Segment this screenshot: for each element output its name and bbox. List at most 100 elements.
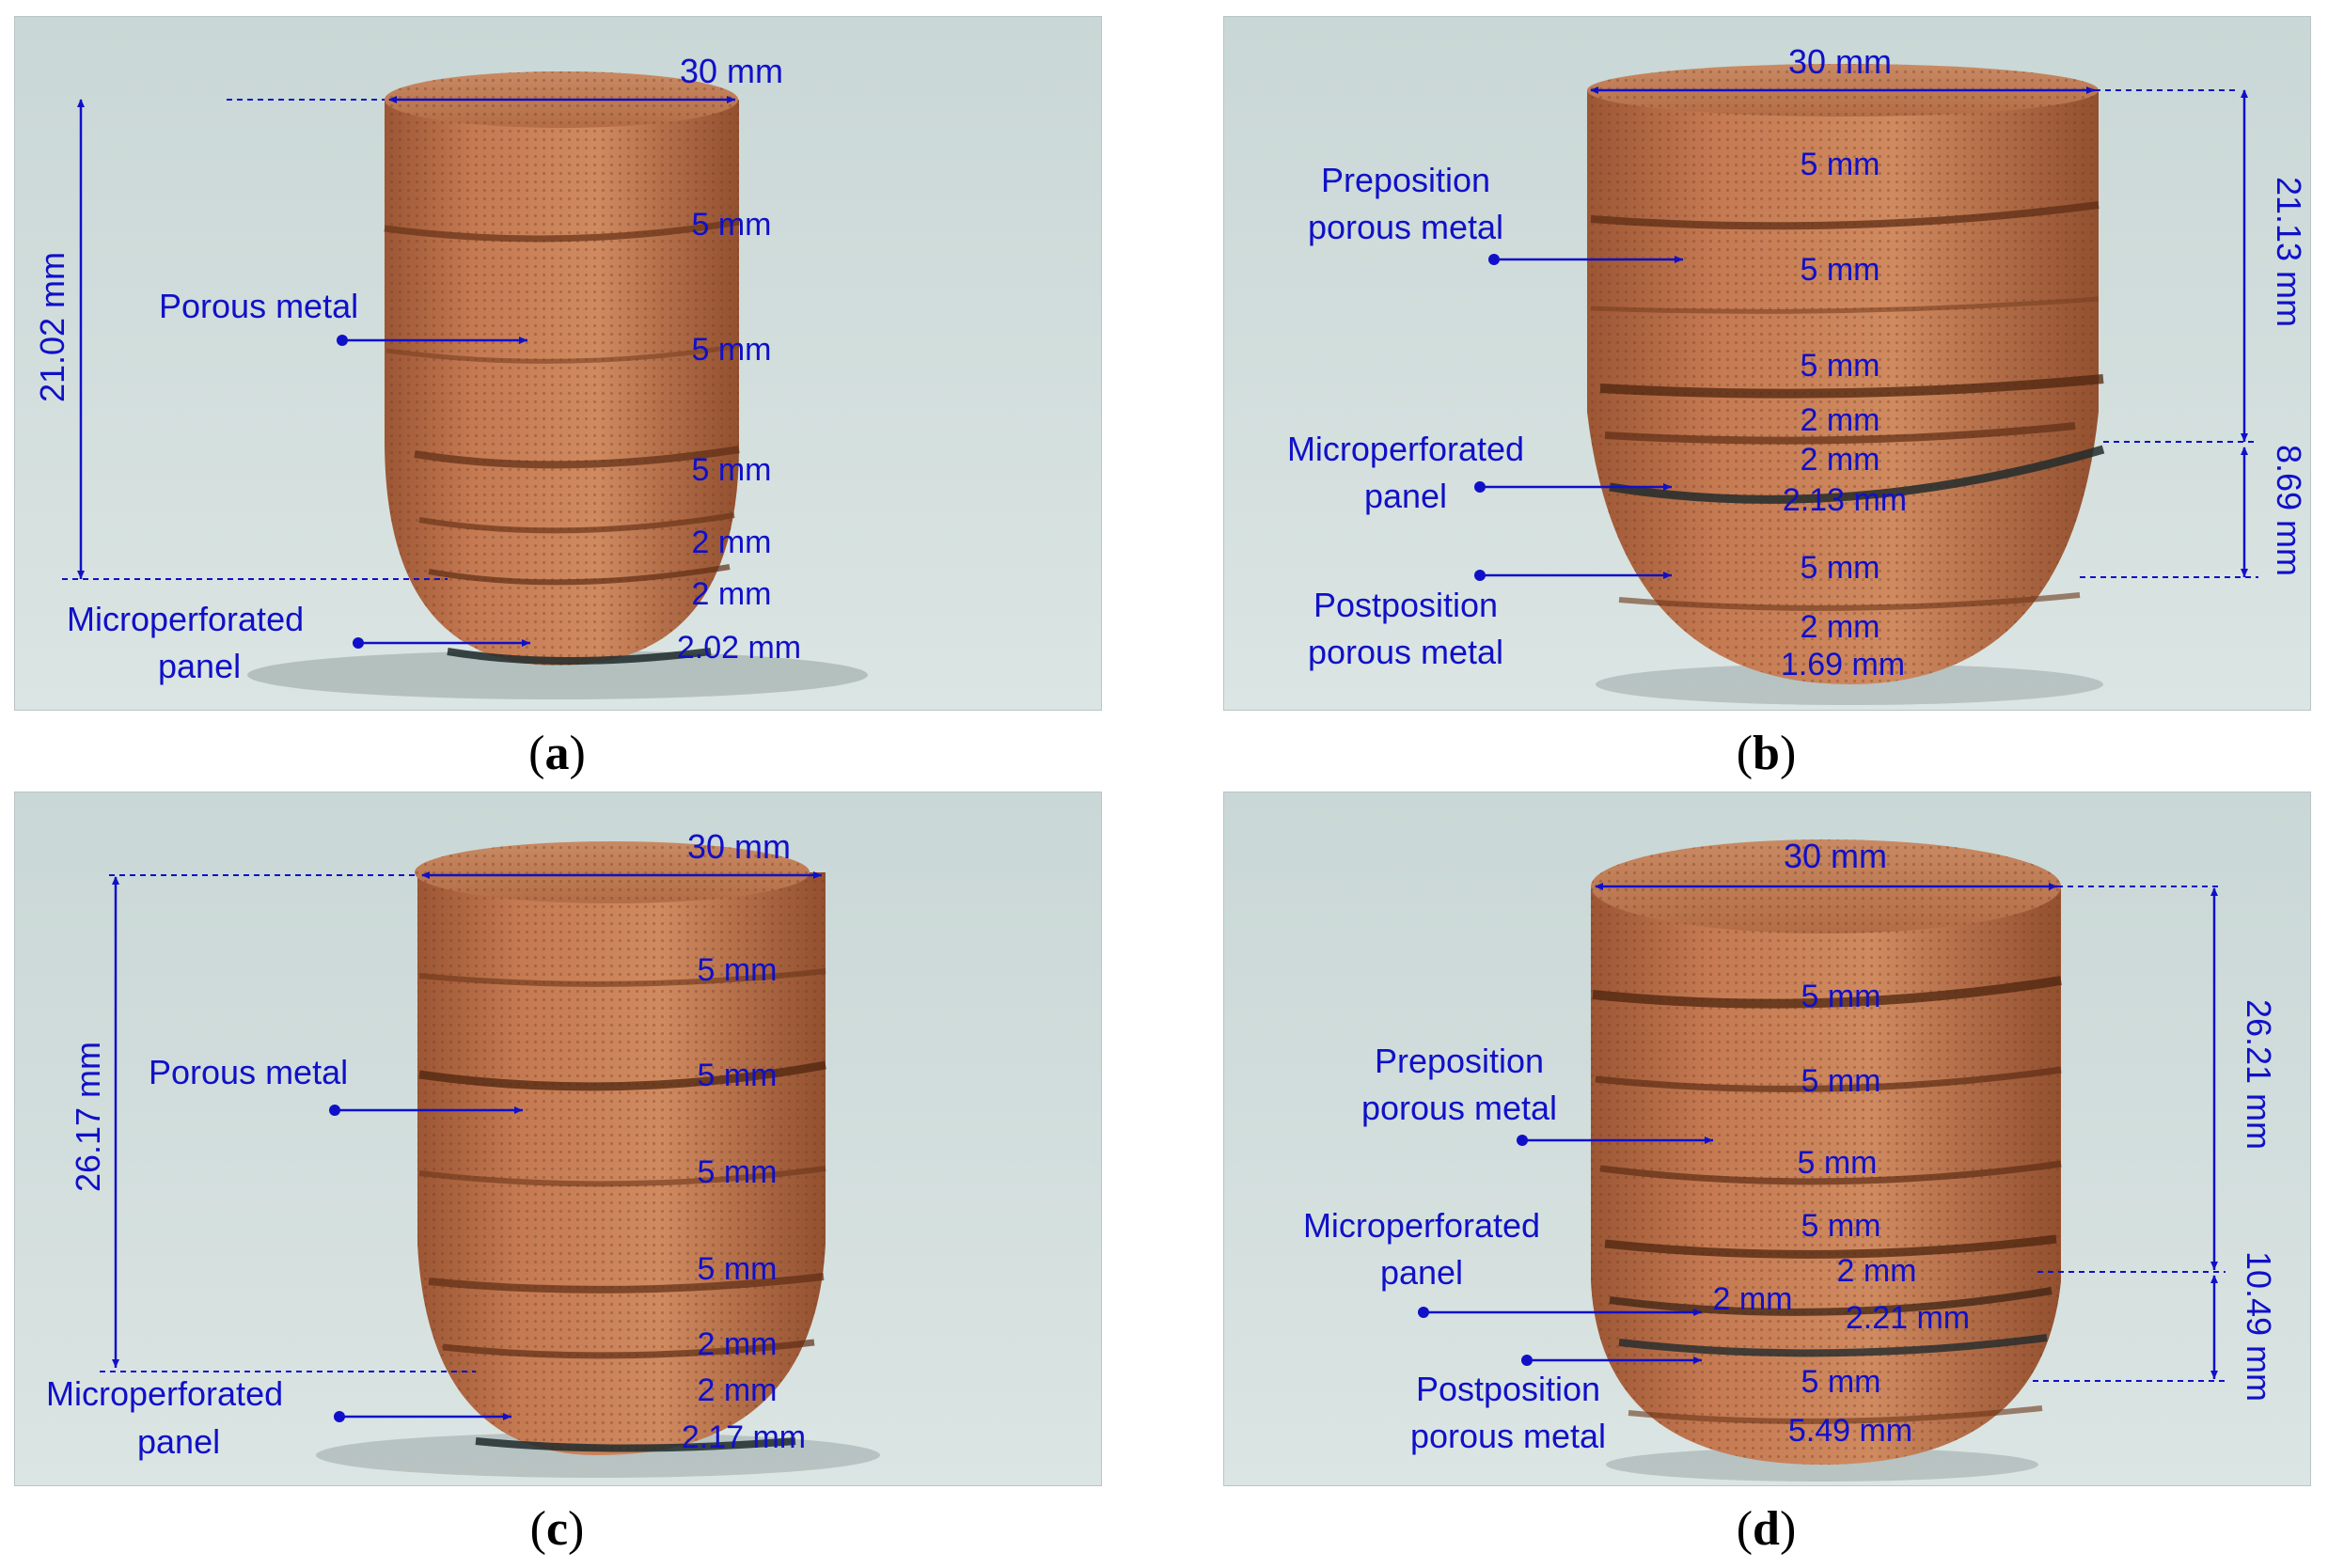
layer-label: 5 mm [1801, 1208, 1881, 1244]
callout-microperforated-panel-line2: panel [1380, 1253, 1463, 1292]
layer-label: 2.02 mm [677, 630, 801, 666]
callout-microperforated-panel: Microperforated [1303, 1206, 1540, 1245]
photo-panel-c: 30 mm 26.17 mm 5 mm 5 mm 5 mm 5 mm 2 mm … [14, 792, 1102, 1486]
callout-microperforated-panel-line2: panel [158, 647, 241, 685]
layer-seam [1592, 976, 2062, 1009]
callout-postposition: Postposition [1416, 1370, 1600, 1408]
layer-label: 5 mm [692, 332, 772, 368]
layer-label: 5 mm [1801, 1364, 1881, 1400]
microperforated-plate-edge [1618, 1334, 2048, 1357]
layer-seam [1604, 1234, 2057, 1259]
diameter-label: 30 mm [680, 52, 783, 90]
layer-label: 5 mm [698, 952, 778, 988]
photo-d-drawing: 30 mm 26.21 mm 10.49 mm 5 mm 5 mm 5 mm 5… [1224, 792, 2310, 1485]
diameter-label: 30 mm [687, 827, 791, 866]
callout-preposition-line2: porous metal [1361, 1089, 1557, 1127]
photo-panel-d: 30 mm 26.21 mm 10.49 mm 5 mm 5 mm 5 mm 5… [1223, 792, 2311, 1486]
photo-a-drawing: 30 mm 21.02 mm 5 mm 5 mm 5 mm 2 mm 2 mm … [15, 17, 1101, 710]
height-label: 8.69 mm [2270, 445, 2308, 576]
callout-microperforated-panel: Microperforated [67, 600, 304, 638]
layer-label: 5 mm [1801, 252, 1880, 288]
layer-label: 2 mm [692, 576, 772, 612]
shadow [247, 651, 868, 699]
callout-preposition-line2: porous metal [1308, 208, 1503, 246]
layer-seam [1628, 1405, 2043, 1424]
layer-label: 5 mm [1801, 348, 1880, 384]
photo-panel-a: 30 mm 21.02 mm 5 mm 5 mm 5 mm 2 mm 2 mm … [14, 16, 1102, 711]
layer-label: 2 mm [1837, 1253, 1917, 1289]
layer-label: 2 mm [1801, 609, 1880, 645]
callout-microperforated-panel: Microperforated [46, 1374, 283, 1413]
callout-porous-metal: Porous metal [159, 287, 358, 325]
height-label: 21.02 mm [33, 252, 71, 402]
layer-label: 5 mm [698, 1154, 778, 1190]
layer-seam [1609, 1287, 2053, 1316]
layer-label: 2 mm [692, 525, 772, 560]
layer-seam [1599, 374, 2104, 399]
layer-label: 5 mm [1798, 1145, 1878, 1181]
layer-seam [1599, 1160, 2062, 1185]
callout-porous-metal: Porous metal [149, 1053, 348, 1091]
height-label: 26.17 mm [69, 1042, 107, 1192]
microperforated-plate-edge [1609, 445, 2105, 504]
layer-label: 2.17 mm [682, 1419, 806, 1455]
layer-seam [414, 446, 740, 469]
layer-label: 5 mm [698, 1251, 778, 1287]
height-label: 21.13 mm [2270, 177, 2308, 327]
height-label: 26.21 mm [2240, 999, 2278, 1150]
callout-postposition: Postposition [1313, 586, 1498, 624]
photo-b-drawing: 30 mm 21.13 mm 8.69 mm 5 mm 5 mm 5 mm 2 … [1224, 17, 2310, 710]
layer-label: 2.13 mm [1783, 482, 1907, 518]
photo-c-drawing: 30 mm 26.17 mm 5 mm 5 mm 5 mm 5 mm 2 mm … [15, 792, 1101, 1485]
layer-seam [1590, 201, 2100, 230]
callout-postposition-line2: porous metal [1308, 633, 1503, 671]
layer-seam [428, 1273, 825, 1294]
callout-microperforated-panel-line2: panel [1364, 477, 1447, 515]
layer-seam [1590, 296, 2100, 314]
layer-label: 5 mm [1801, 147, 1880, 182]
layer-seam [418, 1166, 826, 1187]
layer-seam [428, 564, 731, 586]
layer-label: 2 mm [1801, 442, 1880, 478]
layer-label: 5 mm [1801, 1063, 1881, 1099]
callout-preposition: Preposition [1321, 161, 1490, 199]
diameter-label: 30 mm [1784, 837, 1887, 875]
layer-seam [418, 968, 826, 987]
microperforated-plate-edge [475, 1437, 796, 1452]
photo-panel-b: 30 mm 21.13 mm 8.69 mm 5 mm 5 mm 5 mm 2 … [1223, 16, 2311, 711]
pore-texture [417, 872, 826, 1455]
layer-label: 5 mm [692, 452, 772, 488]
callout-microperforated-panel: Microperforated [1287, 430, 1524, 468]
layer-label: 2 mm [1801, 402, 1880, 438]
caption-d: (d) [1736, 1502, 1797, 1556]
layer-seam [418, 512, 735, 534]
layer-seam [1618, 592, 2081, 611]
pore-texture [1591, 886, 2061, 1465]
layer-label: 5 mm [1801, 550, 1880, 586]
layer-label: 2 mm [698, 1326, 778, 1362]
caption-b: (b) [1736, 727, 1797, 780]
layer-seam [385, 343, 740, 364]
callout-postposition-line2: porous metal [1410, 1417, 1606, 1455]
caption-a: (a) [528, 727, 586, 780]
layer-label: 2 mm [1713, 1281, 1793, 1317]
layer-seam [442, 1339, 815, 1359]
layer-label: 2.21 mm [1846, 1300, 1970, 1336]
layer-label: 5.49 mm [1788, 1413, 1912, 1449]
height-label: 10.49 mm [2240, 1251, 2278, 1402]
layer-seam [384, 218, 740, 243]
callout-preposition: Preposition [1375, 1042, 1544, 1080]
diameter-label: 30 mm [1788, 42, 1892, 81]
layer-seam [1604, 422, 2076, 445]
layer-seam [418, 1060, 826, 1091]
layer-label: 5 mm [1801, 979, 1881, 1014]
layer-label: 2 mm [698, 1372, 778, 1408]
layer-label: 1.69 mm [1781, 647, 1905, 682]
callout-microperforated-panel-line2: panel [137, 1422, 220, 1461]
layer-label: 5 mm [698, 1058, 778, 1093]
pore-texture [1587, 90, 2099, 684]
microperforated-plate-edge [447, 648, 712, 665]
caption-c: (c) [529, 1502, 585, 1556]
layer-seam [1595, 1066, 2062, 1092]
layer-label: 5 mm [692, 207, 772, 243]
